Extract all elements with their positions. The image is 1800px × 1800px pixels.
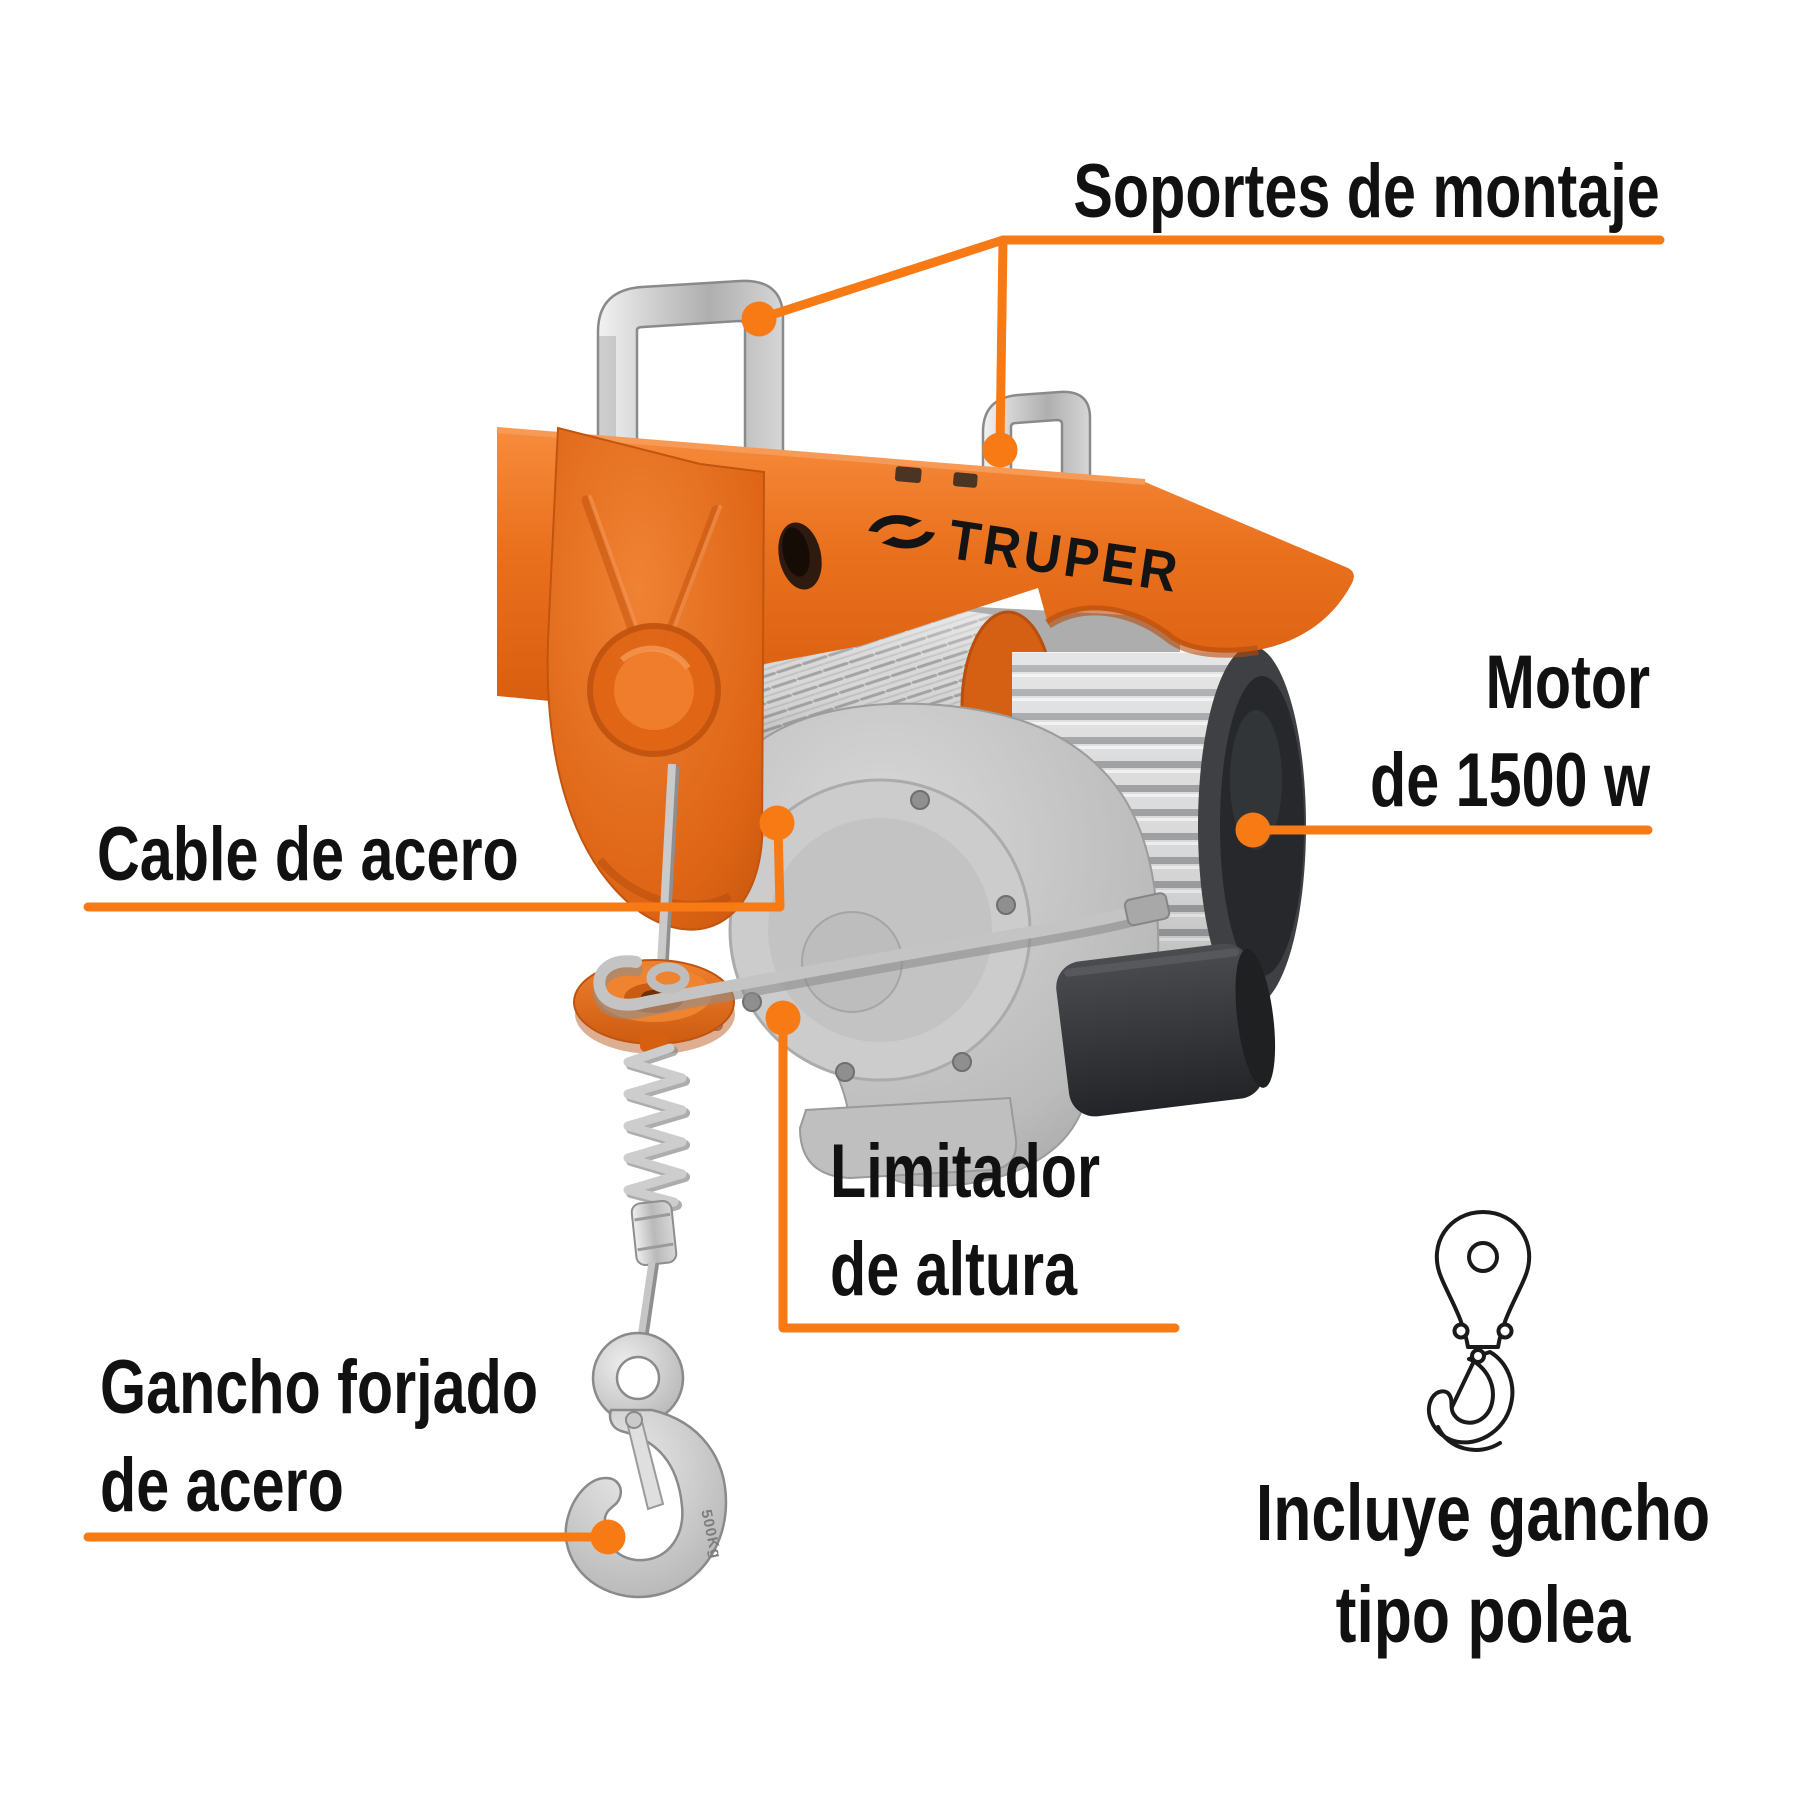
limiter-rod bbox=[592, 892, 1171, 1020]
capacitor-box bbox=[1056, 943, 1276, 1117]
label-text-line1: Gancho forjado bbox=[100, 1345, 539, 1430]
top-nut bbox=[953, 472, 978, 488]
spring bbox=[623, 1043, 690, 1216]
hoist-product-illustration bbox=[83, 235, 1665, 1599]
label-text: Soportes de montaje bbox=[1073, 149, 1660, 234]
rod-cable-loop bbox=[646, 962, 690, 994]
label-motor-1500w: Motor de 1500 w bbox=[1370, 634, 1650, 830]
side-plate bbox=[546, 426, 766, 931]
label-soportes-de-montaje: Soportes de montaje bbox=[1074, 143, 1660, 241]
label-gancho-forjado: Gancho forjado de acero bbox=[100, 1339, 538, 1535]
label-limitador-de-altura: Limitador de altura bbox=[830, 1123, 1100, 1319]
callout-motor bbox=[1235, 812, 1653, 848]
label-text-line1: Motor bbox=[1485, 640, 1650, 725]
label-text-line1: Limitador bbox=[830, 1129, 1101, 1214]
callout-gancho bbox=[83, 1519, 626, 1555]
callout-cable bbox=[83, 805, 795, 912]
callout-soportes bbox=[741, 235, 1665, 468]
label-text-line2: de altura bbox=[830, 1227, 1078, 1312]
callout-limitador bbox=[765, 1000, 1180, 1333]
gearbox-foot bbox=[798, 1096, 1018, 1180]
label-incluye-gancho-polea: Incluye gancho tipo polea bbox=[1256, 1462, 1710, 1666]
rod-clamp bbox=[1123, 892, 1171, 927]
truper-logo-icon bbox=[868, 514, 936, 548]
label-text: Cable de acero bbox=[97, 812, 519, 897]
cable-ferrule bbox=[630, 1199, 678, 1267]
pulley-hook-icon bbox=[1426, 1210, 1532, 1452]
label-text-line1: Incluye gancho bbox=[1255, 1468, 1711, 1557]
label-text-line2: de 1500 w bbox=[1369, 738, 1650, 823]
label-cable-de-acero: Cable de acero bbox=[97, 806, 519, 904]
steel-cable bbox=[656, 763, 680, 987]
top-nut bbox=[894, 466, 922, 483]
label-text-line2: tipo polea bbox=[1335, 1570, 1631, 1659]
forged-hook bbox=[564, 1331, 728, 1599]
truper-logo: TRUPER bbox=[862, 494, 1185, 605]
label-text-line2: de acero bbox=[100, 1443, 344, 1528]
